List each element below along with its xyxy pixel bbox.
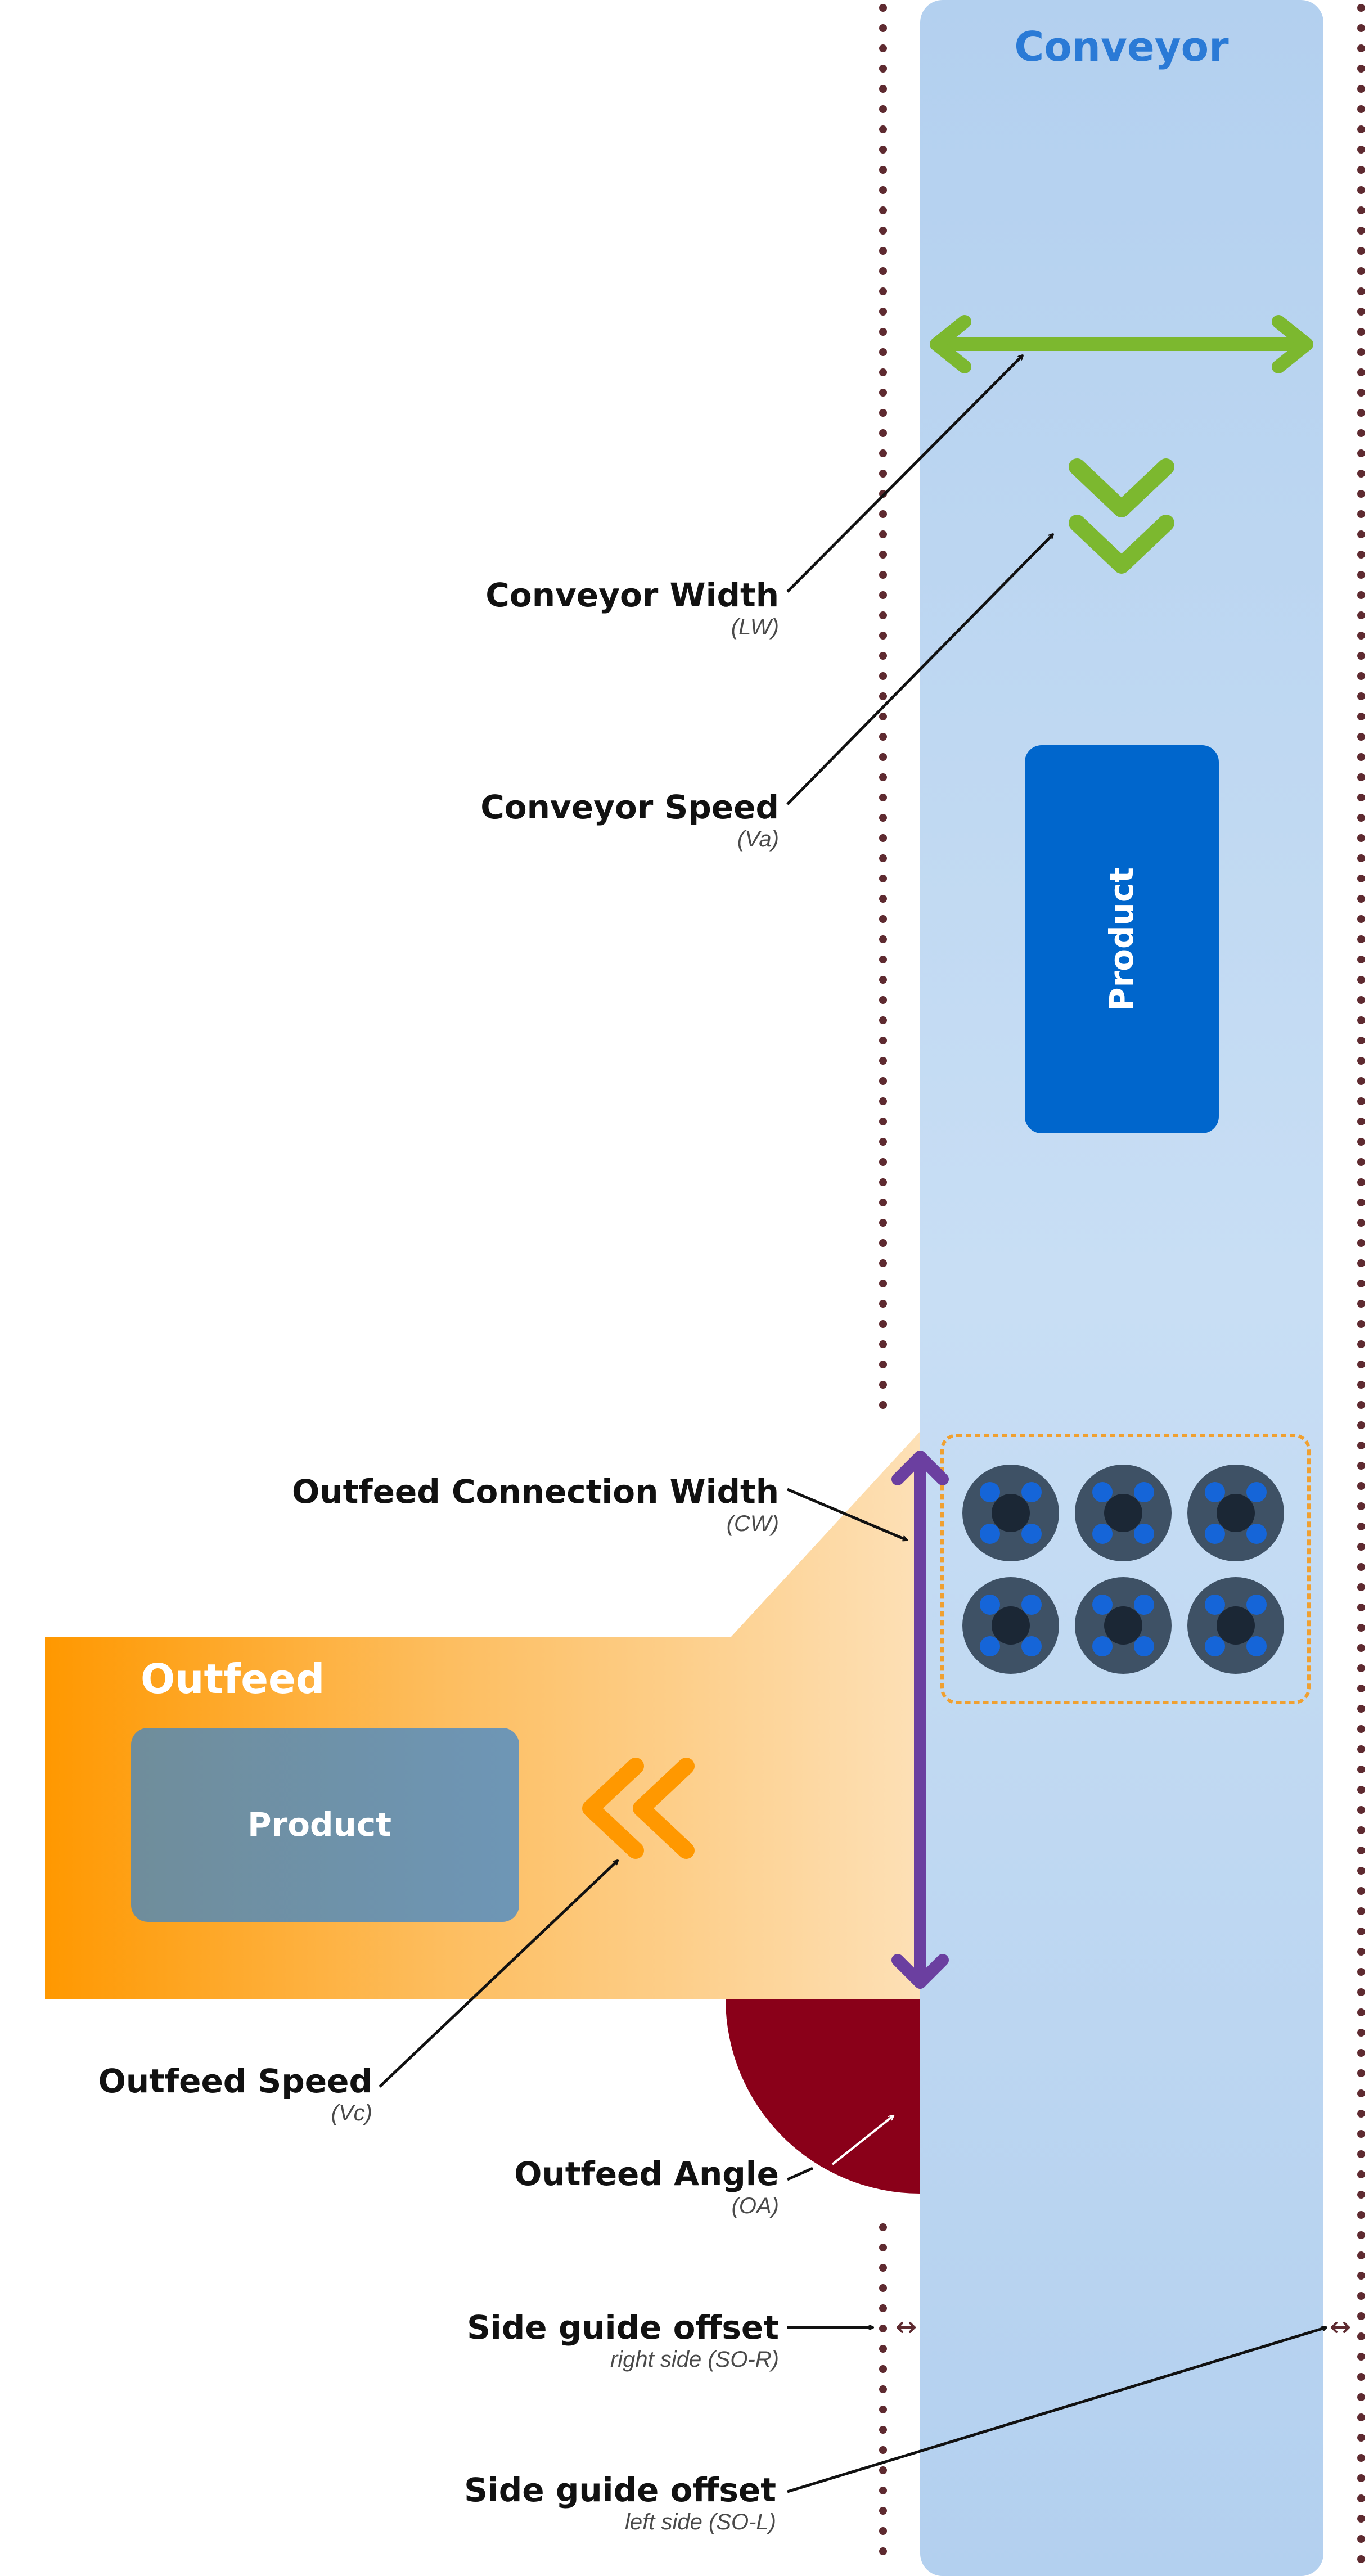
double-arrow-horizontal-icon — [930, 315, 1313, 373]
small-double-arrow-icon — [1331, 2322, 1350, 2333]
svg-text:Outfeed Connection Width: Outfeed Connection Width — [292, 1472, 779, 1511]
svg-text:left side (SO-L): left side (SO-L) — [625, 2510, 776, 2534]
leader-side-guide-offset-left — [787, 2327, 1326, 2493]
outfeed-angle-arrow — [831, 2116, 893, 2165]
conveyor-belt — [920, 0, 1323, 2576]
label-conveyor-speed: Conveyor Speed (Va) — [480, 788, 779, 852]
roller-wheel-icon — [962, 1465, 1059, 1561]
svg-text:(Va): (Va) — [737, 827, 779, 852]
label-side-guide-offset-right: Side guide offset right side (SO-R) — [467, 2308, 779, 2372]
roller-wheel-icon — [1075, 1577, 1172, 1674]
conveyor-product-label: Product — [1102, 867, 1141, 1011]
svg-text:Outfeed Speed: Outfeed Speed — [98, 2062, 372, 2100]
leader-outfeed-connection-width — [787, 1488, 907, 1540]
roller-wheel-icon — [1075, 1465, 1172, 1561]
leader-outfeed-speed — [379, 1861, 618, 2088]
label-side-guide-offset-left: Side guide offset left side (SO-L) — [464, 2471, 776, 2534]
double-arrow-vertical-icon — [891, 1451, 949, 1989]
roller-unit-border — [940, 1434, 1311, 1704]
roller-wheel-icon — [1187, 1465, 1284, 1561]
outfeed-title: Outfeed — [141, 1655, 325, 1703]
svg-text:Conveyor Width: Conveyor Width — [485, 576, 779, 614]
roller-wheel-icon — [1187, 1577, 1284, 1674]
svg-text:(CW): (CW) — [727, 1511, 779, 1536]
label-outfeed-connection-width: Outfeed Connection Width (CW) — [292, 1472, 779, 1536]
svg-text:right side (SO-R): right side (SO-R) — [610, 2347, 779, 2372]
label-outfeed-speed: Outfeed Speed (Vc) — [98, 2062, 372, 2125]
label-outfeed-angle: Outfeed Angle (OA) — [514, 2155, 779, 2218]
conveyor-title: Conveyor — [1014, 23, 1229, 70]
outfeed-product-label: Product — [247, 1805, 391, 1844]
chevron-left-double-icon — [582, 1758, 695, 1859]
svg-text:Side guide offset: Side guide offset — [464, 2471, 776, 2509]
small-double-arrow-icon — [897, 2322, 916, 2333]
roller-wheel-icon — [962, 1577, 1059, 1674]
chevron-down-double-icon — [1069, 458, 1174, 574]
quarter-circle-angle-icon — [726, 1999, 920, 2194]
svg-text:Outfeed Angle: Outfeed Angle — [514, 2155, 779, 2193]
leader-conveyor-speed — [786, 534, 1053, 805]
svg-text:Conveyor Speed: Conveyor Speed — [480, 788, 779, 826]
svg-text:(OA): (OA) — [732, 2194, 779, 2218]
label-conveyor-width: Conveyor Width (LW) — [485, 576, 779, 640]
outfeed-product — [131, 1728, 519, 1922]
conveyor-product — [1025, 745, 1219, 1133]
svg-text:Side guide offset: Side guide offset — [467, 2308, 779, 2347]
svg-text:(LW): (LW) — [731, 615, 779, 640]
leader-outfeed-angle — [786, 2167, 814, 2181]
svg-text:(Vc): (Vc) — [331, 2101, 372, 2125]
leader-conveyor-width — [786, 355, 1023, 593]
